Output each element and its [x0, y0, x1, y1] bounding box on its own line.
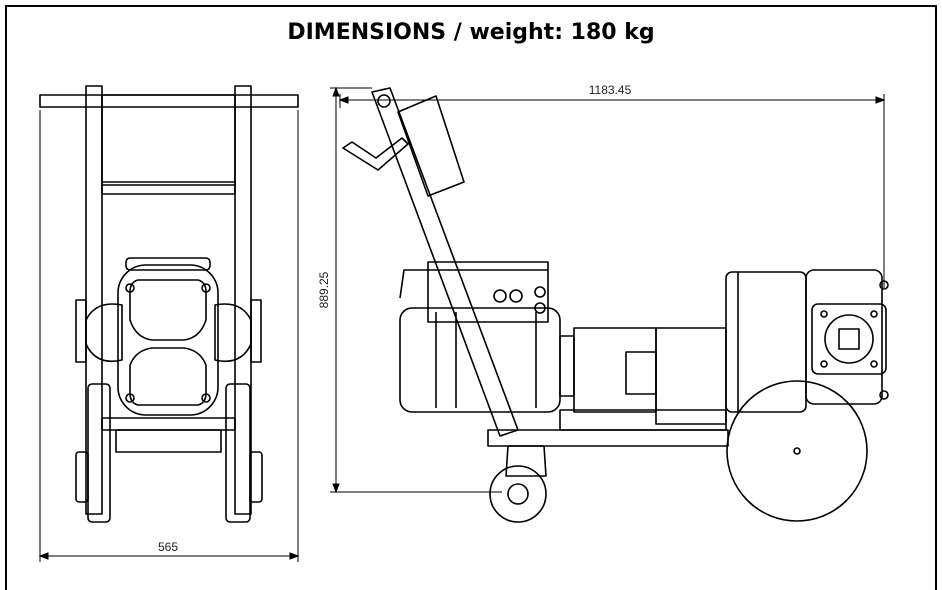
side-main-wheel — [726, 380, 868, 522]
front-left-wheel — [87, 383, 111, 523]
side-electrical-box — [427, 261, 549, 323]
front-caster — [249, 451, 263, 503]
front-motor-face-lower — [129, 347, 207, 406]
front-right-post — [234, 85, 252, 515]
sheet-border — [5, 5, 937, 590]
front-base-plate — [101, 417, 236, 431]
front-bolt — [125, 393, 135, 403]
front-motor-top — [125, 257, 211, 271]
height-dimension-label: 889.25 — [317, 271, 331, 308]
front-left-bulge — [85, 303, 123, 363]
side-gearbox — [573, 327, 657, 413]
front-bolt — [125, 283, 135, 293]
front-right-flange — [250, 299, 262, 363]
width-dimension-label: 565 — [158, 540, 178, 554]
side-view — [342, 87, 889, 523]
front-motor-face-upper — [129, 279, 207, 341]
side-port — [824, 314, 874, 364]
length-dimension-label: 1183.45 — [589, 83, 632, 97]
side-switch — [493, 289, 507, 303]
side-port-flange — [811, 303, 887, 375]
front-view — [39, 85, 299, 523]
dimension-lines — [38, 86, 886, 562]
side-pump-body — [805, 269, 883, 405]
side-base-frame — [487, 429, 729, 447]
side-control-box — [397, 95, 465, 197]
front-bolt — [201, 393, 211, 403]
side-switch — [534, 286, 546, 298]
front-base-frame — [115, 429, 222, 453]
side-hook — [342, 137, 409, 171]
front-bolt — [201, 283, 211, 293]
side-caster-wheel — [489, 465, 547, 523]
side-switch — [509, 289, 523, 303]
page-title: DIMENSIONS / weight: 180 kg — [287, 20, 655, 45]
front-handle-bar — [39, 94, 299, 108]
side-caster-fork — [505, 445, 547, 477]
front-right-wheel — [225, 383, 251, 523]
front-crossbar — [101, 181, 236, 195]
front-caster — [75, 451, 89, 503]
front-motor-body — [117, 264, 219, 416]
front-right-bulge — [214, 303, 252, 363]
side-cable — [399, 269, 428, 299]
front-left-flange — [75, 299, 87, 363]
side-handle-pivot — [377, 94, 391, 108]
front-upper-panel — [101, 94, 236, 186]
